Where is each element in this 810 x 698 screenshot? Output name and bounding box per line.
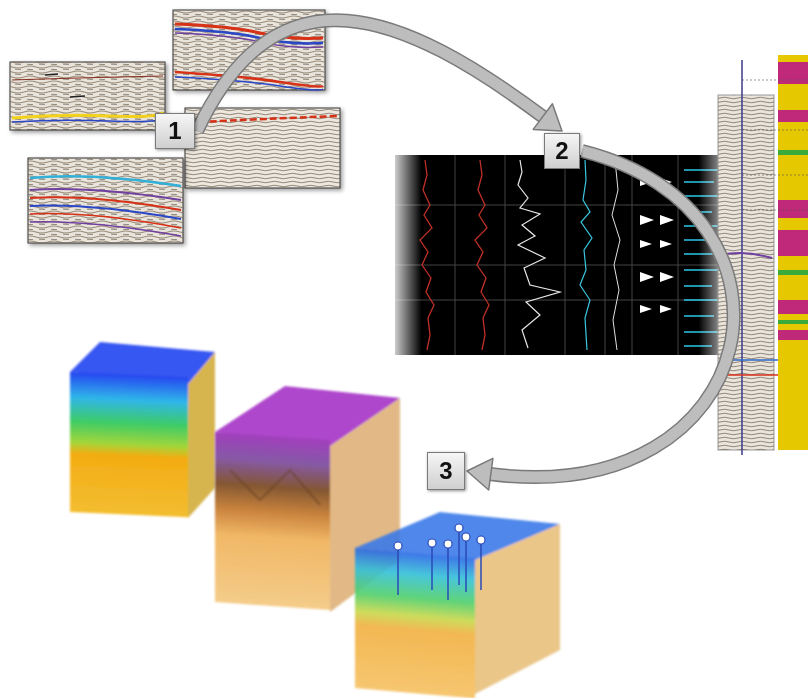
arrow-head	[467, 458, 493, 490]
arrow-outline	[488, 151, 734, 477]
arrow-head	[533, 104, 562, 131]
callout-number: 3	[439, 459, 452, 483]
callout-number-box: 3	[427, 452, 465, 490]
arrow-body	[197, 20, 545, 131]
flow-arrow	[467, 151, 734, 490]
callout-number: 2	[555, 139, 568, 163]
arrow-body	[488, 151, 734, 477]
callout-number: 1	[168, 119, 181, 143]
callout-number-box: 2	[544, 133, 580, 169]
arrow-outline	[197, 20, 545, 131]
callout-number-box: 1	[155, 113, 195, 149]
flow-arrow	[197, 20, 562, 131]
